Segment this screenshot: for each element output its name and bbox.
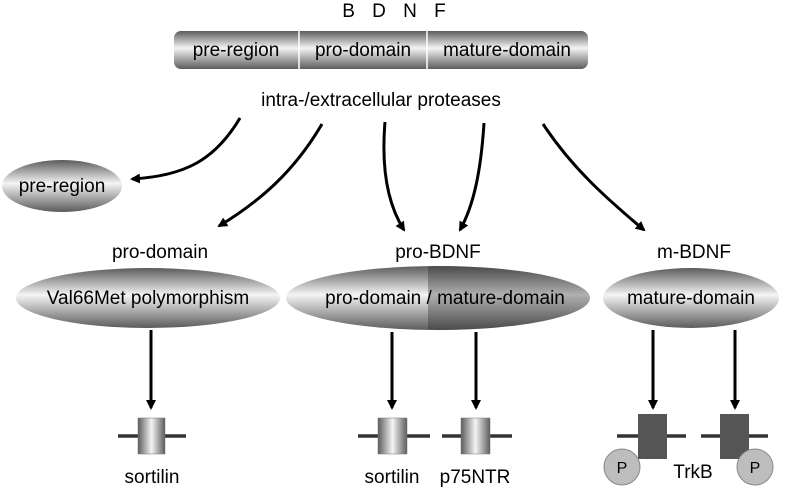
p75ntr-label: p75NTR	[440, 467, 511, 488]
phospho-right-label: P	[750, 460, 761, 477]
trkb-label: TrkB	[673, 462, 712, 483]
phospho-right: P	[736, 448, 774, 486]
arrow-to-m-bdnf	[541, 123, 646, 232]
sortilin-label-2: sortilin	[365, 467, 420, 488]
phospho-left-label: P	[617, 460, 628, 477]
pro-bdnf-ellipse: pro-domain / mature-domain	[286, 266, 590, 330]
segment-pro-domain: pro-domain	[315, 40, 411, 61]
val66met-ellipse: Val66Met polymorphism	[16, 268, 280, 328]
pro-bdnf-heading: pro-BDNF	[395, 242, 481, 263]
arrow-to-pro-domain	[217, 123, 324, 228]
arrow-to-pro-bdnf-left	[382, 121, 406, 232]
segment-pre-region: pre-region	[193, 40, 280, 61]
title: B D N F	[342, 1, 452, 22]
arrow-to-pro-bdnf-right	[458, 122, 486, 232]
pre-region-label: pre-region	[19, 176, 106, 197]
sortilin-label-1: sortilin	[125, 467, 180, 488]
pro-bdnf-label: pro-domain / mature-domain	[325, 288, 565, 309]
p75ntr-receptor	[442, 417, 512, 455]
trkb-receptor-left	[617, 414, 686, 459]
m-bdnf-heading: m-BDNF	[657, 242, 731, 263]
precursor-bar: pre-region pro-domain mature-domain	[174, 31, 588, 69]
sortilin-receptor-2	[358, 417, 430, 455]
sortilin-receptor-1	[118, 417, 186, 455]
phospho-left: P	[603, 448, 641, 486]
mature-domain-label: mature-domain	[627, 288, 755, 309]
mature-domain-ellipse: mature-domain	[603, 268, 779, 328]
trkb-receptor-right	[701, 414, 768, 459]
proteases-label: intra-/extracellular proteases	[261, 90, 501, 111]
arrow-to-pre-region	[130, 117, 242, 184]
segment-mature-domain: mature-domain	[443, 40, 571, 61]
pro-domain-heading: pro-domain	[112, 242, 208, 263]
pre-region-ellipse: pre-region	[2, 160, 122, 212]
val66met-label: Val66Met polymorphism	[47, 288, 249, 309]
